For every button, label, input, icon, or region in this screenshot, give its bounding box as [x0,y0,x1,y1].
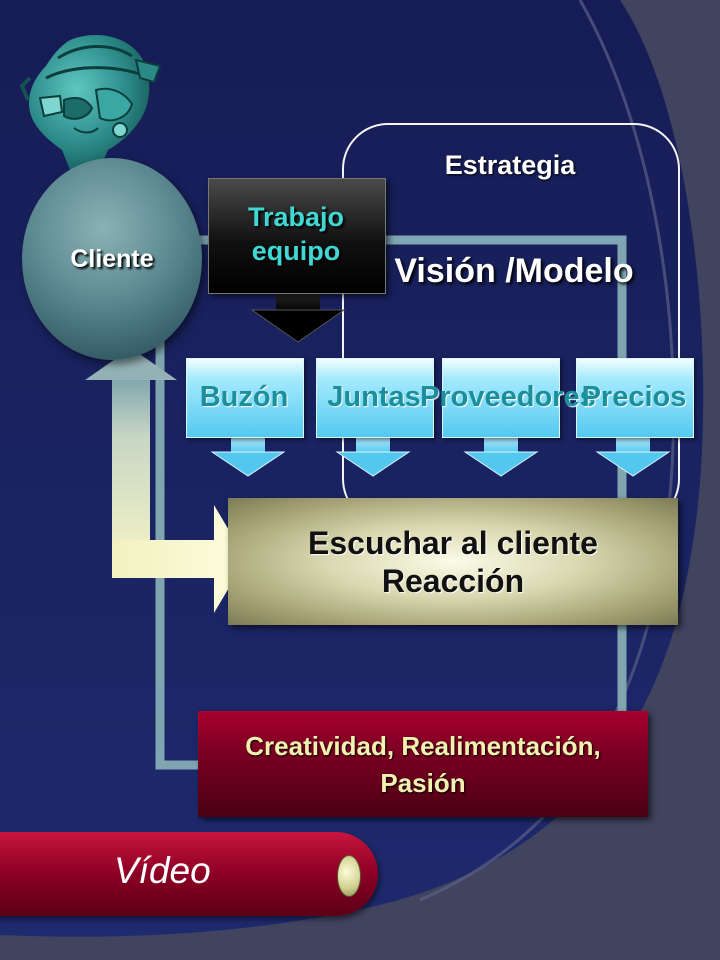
trabajo-equipo-line-1: Trabajo [247,202,345,232]
vision-modelo-label: Visión /Modelo [394,252,634,290]
trabajo-equipo-box [208,178,386,294]
video-button-label[interactable]: Vídeo [114,850,211,891]
video-button[interactable] [0,832,378,916]
video-button-knob[interactable] [337,855,361,897]
cliente-node [22,158,202,360]
creatividad-label: Creatividad, Realimentación, Pasión [198,728,648,802]
juntas-label: Juntas [327,381,421,413]
juntas-arrow [356,434,390,454]
trabajo-equipo-line-2: equipo [251,236,341,266]
juntas-box [316,358,434,438]
juntas-arrow-head [335,451,411,477]
buzon-arrow-head [210,451,286,477]
precios-label: Precios [581,381,687,413]
proveedores-label: Proveedores [420,381,596,413]
escuchar-line-2: Reacción [381,563,525,599]
creatividad-box [198,711,648,817]
feedback-arrow-horizontal [112,540,222,578]
precios-arrow-head [595,451,671,477]
creatividad-line-2: Pasión [380,768,466,798]
team-arrow-shaft [276,290,320,312]
creatividad-line-1: Creatividad, Realimentación, [245,731,601,761]
proveedores-arrow-head [463,451,539,477]
team-arrow-head [250,309,346,343]
buzon-label: Buzón [199,381,289,413]
mayan-statue-head-icon [19,35,162,170]
proveedores-arrow [484,434,518,454]
trabajo-equipo-label: Trabajo equipo [208,200,384,268]
escuchar-cliente-label: Escuchar al cliente Reacción [228,524,678,600]
feedback-arrow-head-up [85,348,177,380]
precios-arrow [616,434,650,454]
proveedores-box [442,358,560,438]
cliente-label: Cliente [70,245,154,273]
escuchar-line-1: Escuchar al cliente [308,525,598,561]
buzon-box [186,358,304,438]
estrategia-label: Estrategia [444,150,576,180]
input-arrows [210,434,671,477]
precios-box [576,358,694,438]
buzon-arrow [231,434,265,454]
escuchar-cliente-box [228,498,678,625]
